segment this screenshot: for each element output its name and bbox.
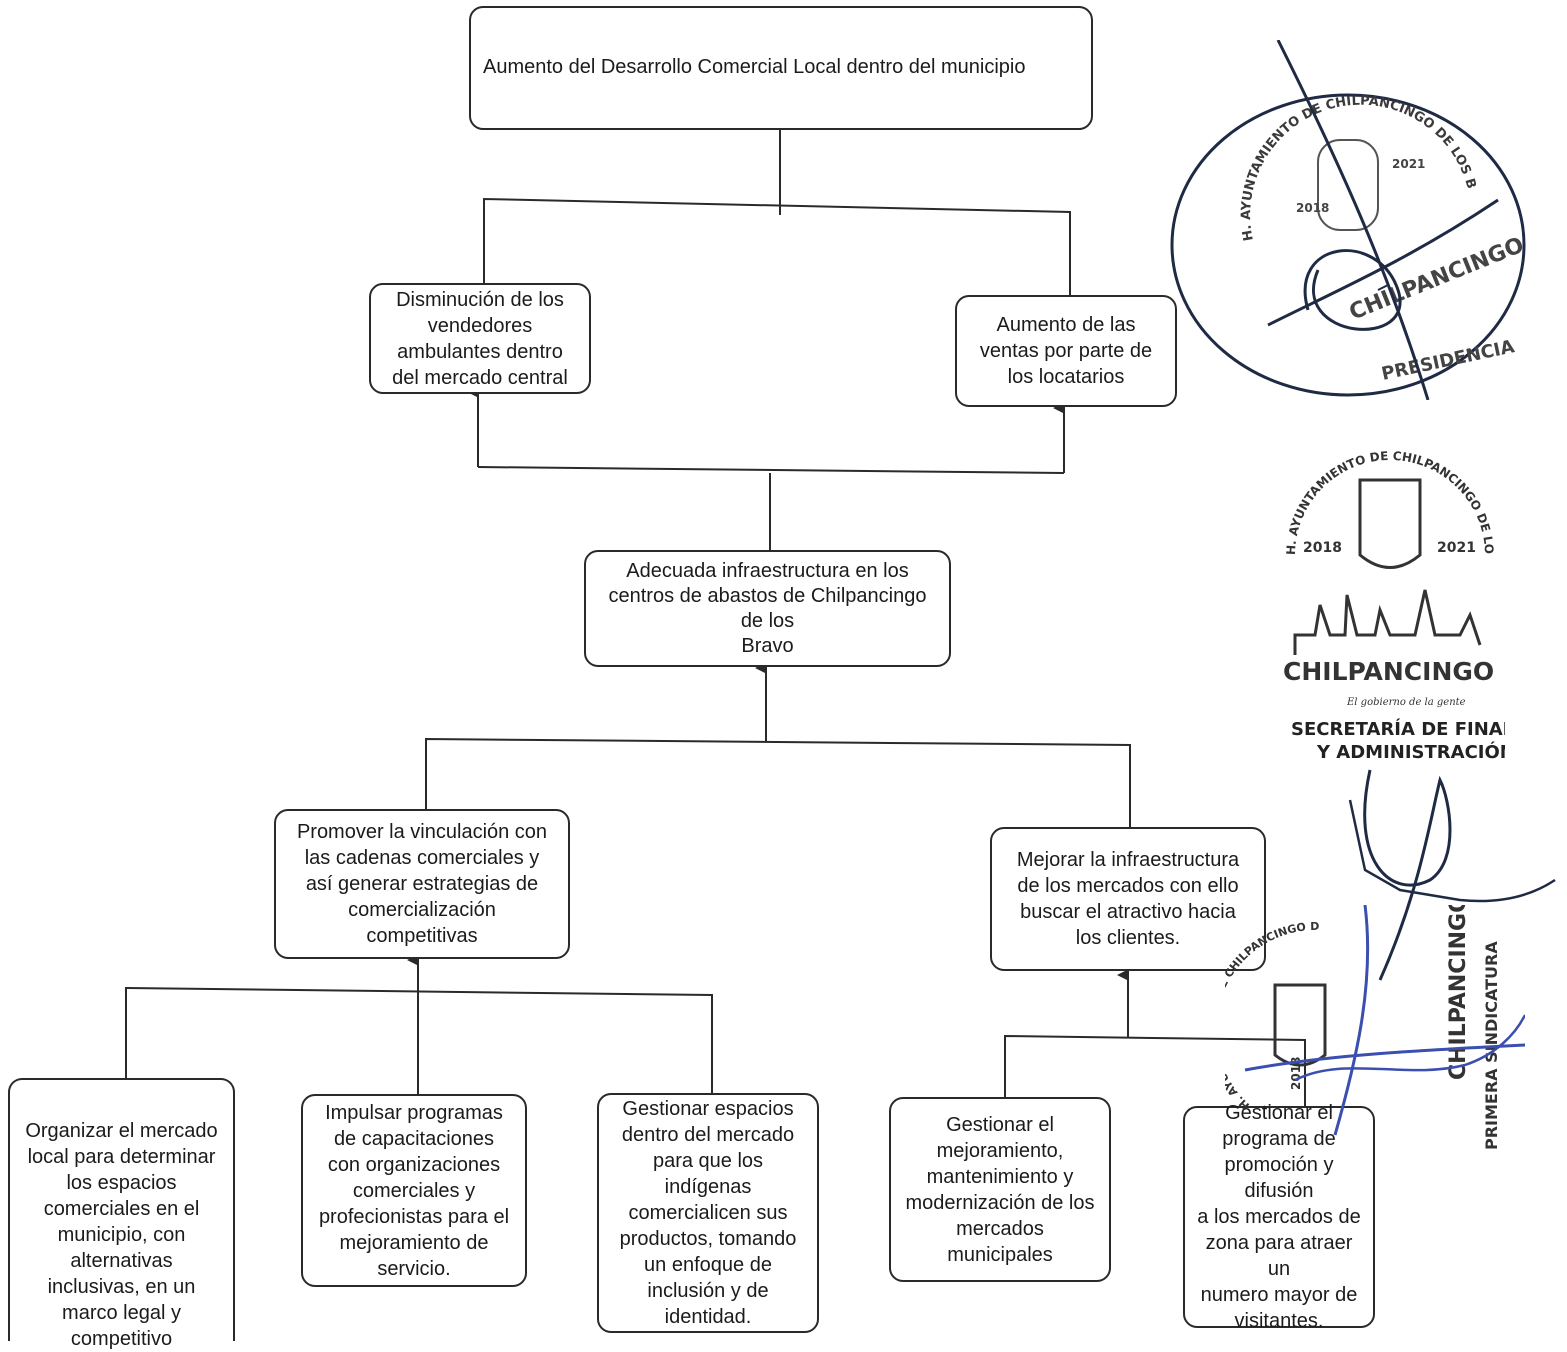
connector-top-bracket — [483, 197, 1071, 300]
activity-box-2: Impulsar programas de capacitaciones con… — [301, 1094, 527, 1287]
presidencia-stamp: H. AYUNTAMIENTO DE CHILPANCINGO DE LOS B… — [1162, 29, 1528, 401]
connector-activities-right-bracket — [1004, 1034, 1306, 1108]
finanzas-stamp: H. AYUNTAMIENTO DE CHILPANCINGO DE LOS B… — [1270, 429, 1558, 780]
effect-box-right: Aumento de las ventas por parte de los l… — [955, 295, 1177, 407]
svg-text:2021: 2021 — [1392, 157, 1425, 171]
svg-text:CHILPANCINGO: CHILPANCINGO — [1446, 905, 1471, 1080]
activity-box-4: Gestionar el mejoramiento, mantenimiento… — [889, 1097, 1111, 1282]
svg-text:2021: 2021 — [1437, 540, 1476, 556]
svg-text:Y ADMINISTRACIÓN: Y ADMINISTRACIÓN — [1316, 741, 1505, 763]
svg-text:H. AYUNTAMIENTO DE CHILPANCING: H. AYUNTAMIENTO DE CHILPANCINGO DE LOS B… — [1225, 905, 1319, 1112]
svg-text:SECRETARÍA DE FINANZAS: SECRETARÍA DE FINANZAS — [1291, 718, 1505, 740]
svg-text:PRESIDENCIA: PRESIDENCIA — [1380, 336, 1517, 385]
goal-box: Aumento del Desarrollo Comercial Local d… — [469, 6, 1093, 130]
purpose-box: Adecuada infraestructura en los centros … — [584, 550, 951, 667]
component-box-right: Mejorar la infraestructura de los mercad… — [990, 827, 1266, 971]
svg-text:H. AYUNTAMIENTO DE CHILPANCING: H. AYUNTAMIENTO DE CHILPANCINGO DE LOS B… — [1275, 440, 1496, 555]
svg-text:CHILPANCINGO: CHILPANCINGO — [1283, 657, 1494, 686]
connector-effects-bar — [477, 466, 1065, 474]
connector-components-bracket — [425, 737, 1131, 830]
sindicatura-stamp: H. AYUNTAMIENTO DE CHILPANCINGO DE LOS B… — [1206, 894, 1527, 1155]
svg-text:El gobierno de la gente: El gobierno de la gente — [1346, 697, 1466, 708]
finanzas-signature — [1348, 769, 1556, 981]
activity-box-5: Gestionar el programa de promoción y dif… — [1183, 1102, 1375, 1332]
svg-text:2018: 2018 — [1289, 1057, 1303, 1090]
svg-text:2018: 2018 — [1296, 201, 1329, 215]
component-box-left: Promover la vinculación con las cadenas … — [274, 809, 570, 959]
activity-box-1: Organizar el mercado local para determin… — [8, 1078, 235, 1350]
effect-box-left: Disminución de los vendedores ambulantes… — [369, 283, 591, 394]
activity-box-3: Gestionar espacios dentro del mercado pa… — [597, 1093, 819, 1333]
svg-text:2018: 2018 — [1303, 540, 1342, 556]
